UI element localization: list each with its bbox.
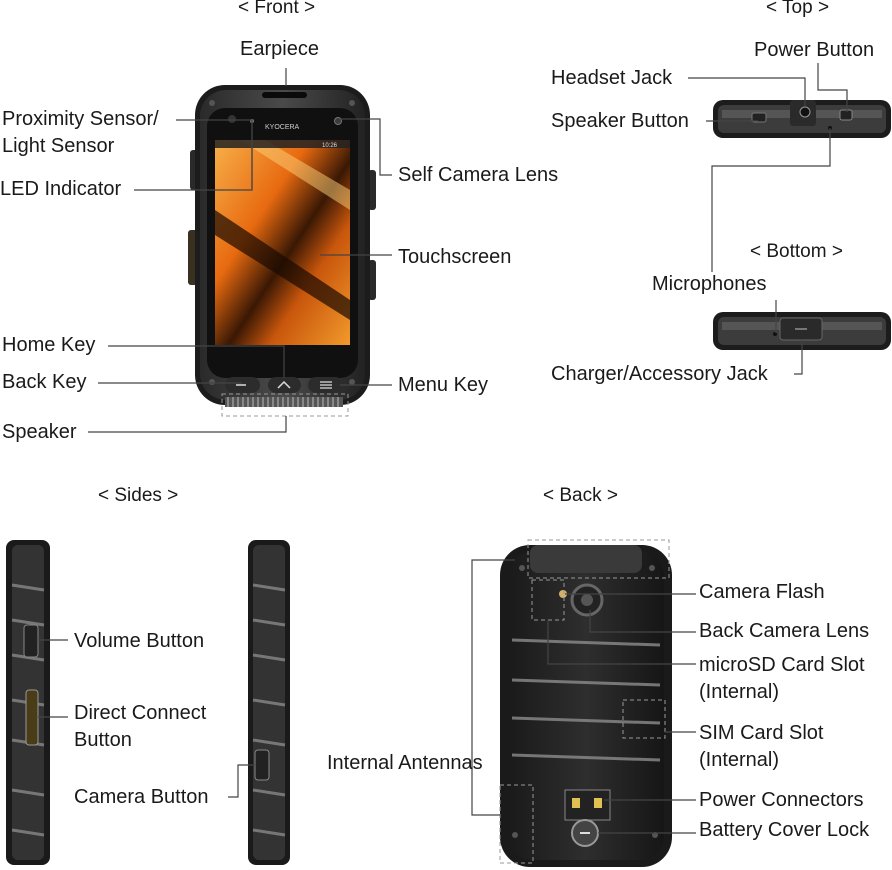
label-camera-flash: Camera Flash — [699, 581, 825, 603]
bottom-view — [713, 312, 891, 350]
label-speaker: Speaker — [2, 421, 77, 443]
label-earpiece: Earpiece — [240, 38, 319, 60]
label-microsd-card-slot: microSD Card Slot — [699, 654, 865, 676]
label-headset-jack: Headset Jack — [551, 67, 673, 89]
status-time: 10:26 — [322, 143, 338, 149]
label-back-key: Back Key — [2, 371, 87, 393]
brand-logo: KYOCERA — [265, 124, 300, 131]
label-power-button: Power Button — [754, 39, 875, 61]
label-back-camera-lens: Back Camera Lens — [699, 620, 870, 642]
back-phone — [499, 539, 672, 867]
label-self-camera-lens: Self Camera Lens — [398, 164, 559, 186]
label-direct-connect: Direct Connect — [74, 702, 207, 724]
label-proximity-sensor: Proximity Sensor/ — [2, 108, 159, 130]
label-led-indicator: LED Indicator — [0, 178, 122, 200]
label-sim-card-slot: SIM Card Slot — [699, 722, 824, 744]
front-phone: 10:26 KYOCERA — [188, 85, 376, 417]
label-microsd-internal: (Internal) — [699, 681, 780, 703]
section-bottom-title: < Bottom > — [750, 241, 843, 262]
label-home-key: Home Key — [2, 334, 96, 356]
section-top-title: < Top > — [766, 0, 830, 18]
top-view — [713, 100, 891, 138]
label-light-sensor: Light Sensor — [2, 135, 115, 157]
label-camera-button: Camera Button — [74, 786, 209, 808]
side-left — [6, 540, 50, 865]
section-back-title: < Back > — [543, 485, 618, 506]
label-sim-internal: (Internal) — [699, 749, 780, 771]
label-volume-button: Volume Button — [74, 630, 205, 652]
section-front-title: < Front > — [238, 0, 316, 18]
label-touchscreen: Touchscreen — [398, 246, 512, 268]
label-menu-key: Menu Key — [398, 374, 489, 396]
label-direct-connect-button: Button — [74, 729, 132, 751]
label-speaker-button: Speaker Button — [551, 110, 689, 132]
section-sides-title: < Sides > — [98, 485, 179, 506]
side-right — [248, 540, 290, 865]
label-microphones: Microphones — [652, 273, 767, 295]
leader-lines — [38, 63, 848, 834]
label-internal-antennas: Internal Antennas — [327, 752, 483, 774]
label-battery-cover-lock: Battery Cover Lock — [699, 819, 870, 841]
label-charger-accessory-jack: Charger/Accessory Jack — [551, 363, 768, 385]
label-power-connectors: Power Connectors — [699, 789, 864, 811]
